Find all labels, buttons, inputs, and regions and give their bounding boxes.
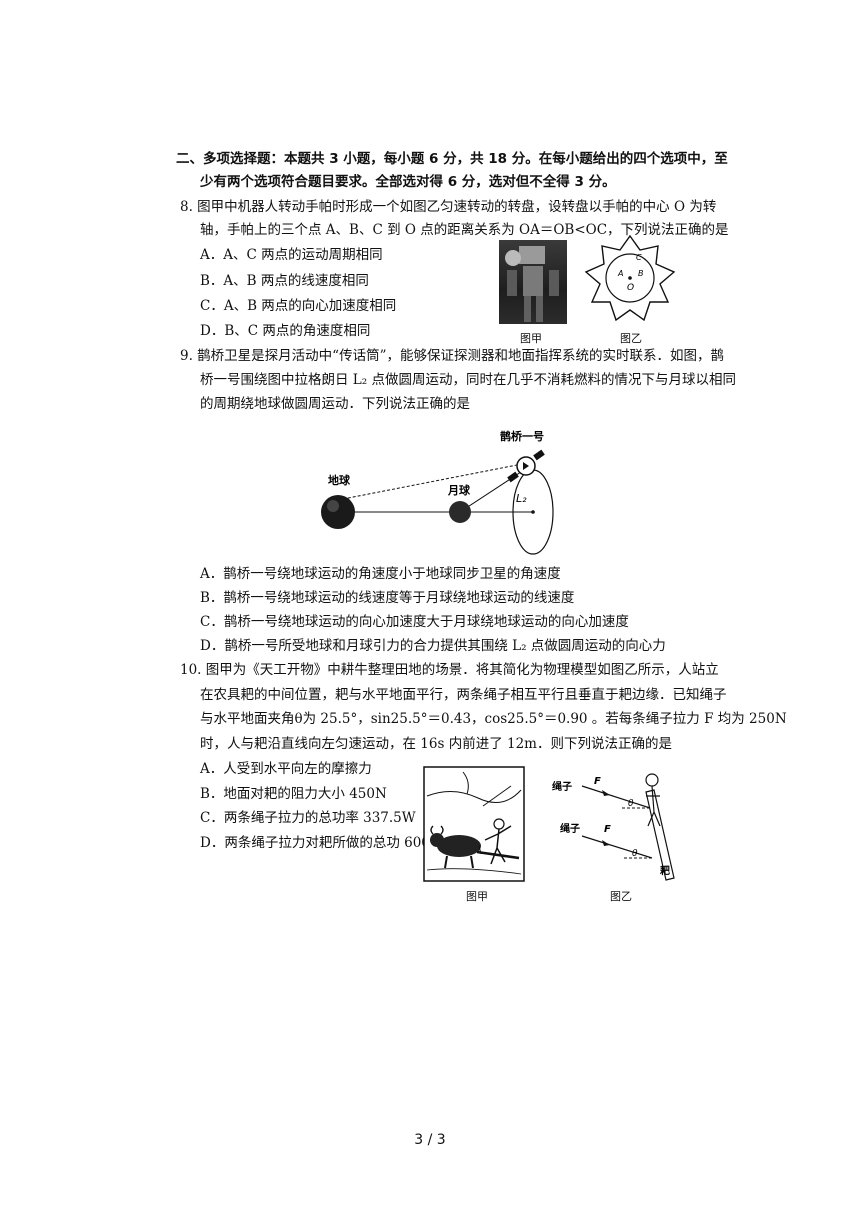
robot-silhouette-icon bbox=[505, 246, 559, 322]
q8-option-c[interactable]: C．A、B 两点的向心加速度相同 bbox=[200, 298, 397, 314]
point-c-label: C bbox=[636, 253, 642, 262]
point-a-label: A bbox=[617, 269, 623, 278]
q8-stem-line1: 8. 图甲中机器人转动手帕时形成一个如图乙匀速转动的转盘，设转盘以手帕的中心 O… bbox=[180, 199, 717, 215]
satellite-label: 鹊桥一号 bbox=[500, 429, 544, 443]
q10-figure-a-caption: 图甲 bbox=[466, 890, 488, 903]
q10-figure-force-diagram: 绳子 绳子 F F θ θ 耙 bbox=[552, 773, 675, 881]
moon-icon bbox=[449, 501, 471, 523]
q10-option-c[interactable]: C．两条绳子拉力的总功率 337.5W bbox=[200, 810, 416, 826]
q8-option-b[interactable]: B．A、B 两点的线速度相同 bbox=[200, 273, 369, 289]
q10-figure-b-caption: 图乙 bbox=[610, 890, 632, 903]
rake-label: 耙 bbox=[660, 864, 670, 877]
rope1-label: 绳子 bbox=[552, 780, 572, 793]
q10-option-d[interactable]: D．两条绳子拉力对耙所做的总功 6000J bbox=[200, 835, 444, 851]
q9-stem-line3: 的周期绕地球做圆周运动．下列说法正确的是 bbox=[200, 396, 470, 412]
section-heading-line2: 少有两个选项符合题目要求。全部选对得 6 分，选对但不全得 3 分。 bbox=[200, 174, 616, 190]
q8-stem-line2: 轴，手帕上的三个点 A、B、C 到 O 点的距离关系为 OA＝OB<OC，下列说… bbox=[200, 222, 729, 238]
force2-label: F bbox=[604, 824, 611, 835]
q8-figure-robot-photo bbox=[499, 240, 567, 324]
q8-figure-b-caption: 图乙 bbox=[620, 332, 642, 345]
q8-figure-a-caption: 图甲 bbox=[520, 332, 542, 345]
q10-stem-line4: 时，人与耙沿直线向左匀速运动，在 16s 内前进了 12m．则下列说法正确的是 bbox=[200, 736, 672, 752]
q10-option-a[interactable]: A．人受到水平向左的摩擦力 bbox=[200, 761, 372, 777]
satellite-icon bbox=[507, 449, 545, 483]
point-b-label: B bbox=[638, 269, 644, 278]
q9-stem-line2: 桥一号围绕图中拉格朗日 L₂ 点做圆周运动，同时在几乎不消耗燃料的情况下与月球以… bbox=[200, 372, 736, 388]
theta2-label: θ bbox=[632, 849, 638, 859]
q10-stem-line1: 10. 图甲为《天工开物》中耕牛整理田地的场景．将其简化为物理模型如图乙所示，人… bbox=[180, 662, 719, 678]
q9-figure-earth-moon-l2: 鹊桥一号 地球 月球 L₂ bbox=[321, 429, 554, 555]
q9-stem-line1: 9. 鹊桥卫星是探月活动中“传话筒”，能够保证探测器和地面指挥系统的实时联系．如… bbox=[180, 348, 724, 364]
q9-option-d[interactable]: D．鹊桥一号所受地球和月球引力的合力提供其围绕 L₂ 点做圆周运动的向心力 bbox=[200, 638, 666, 654]
q9-option-a[interactable]: A．鹊桥一号绕地球运动的角速度小于地球同步卫星的角速度 bbox=[200, 566, 561, 582]
rope2-label: 绳子 bbox=[560, 822, 580, 835]
person-icon bbox=[645, 773, 661, 827]
theta1-label: θ bbox=[628, 799, 634, 809]
q9-option-b[interactable]: B．鹊桥一号绕地球运动的线速度等于月球绕地球运动的线速度 bbox=[200, 590, 575, 606]
q8-option-a[interactable]: A．A、C 两点的运动周期相同 bbox=[200, 247, 383, 263]
q10-stem-line2: 在农具耙的中间位置，耙与水平地面平行，两条绳子相互平行且垂直于耙边缘．已知绳子 bbox=[200, 687, 727, 703]
q10-stem-line3: 与水平地面夹角θ为 25.5°，sin25.5°＝0.43，cos25.5°＝0… bbox=[200, 711, 787, 727]
q10-option-b[interactable]: B．地面对耙的阻力大小 450N bbox=[200, 786, 387, 802]
earth-icon bbox=[321, 495, 355, 529]
moon-label: 月球 bbox=[447, 483, 471, 497]
earth-label: 地球 bbox=[328, 473, 351, 487]
point-o-label: O bbox=[627, 283, 634, 293]
q8-option-d[interactable]: D．B、C 两点的角速度相同 bbox=[200, 323, 371, 339]
l2-label: L₂ bbox=[516, 492, 527, 505]
q10-figure-ox-plowing bbox=[423, 766, 525, 882]
q9-option-c[interactable]: C．鹊桥一号绕地球运动的向心加速度大于月球绕地球运动的向心加速度 bbox=[200, 614, 629, 630]
section-heading-line1: 二、多项选择题：本题共 3 小题，每小题 6 分，共 18 分。在每小题给出的四… bbox=[176, 151, 728, 167]
q8-figure-spinning-disk: O A B C bbox=[584, 234, 676, 322]
force1-label: F bbox=[594, 776, 601, 787]
ox-icon bbox=[430, 825, 481, 869]
page-number: 3 / 3 bbox=[414, 1132, 446, 1148]
